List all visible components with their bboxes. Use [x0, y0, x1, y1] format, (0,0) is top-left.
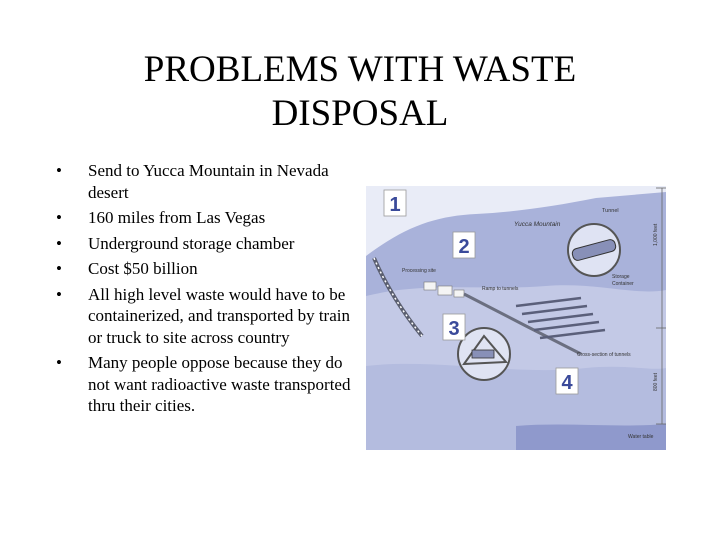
cross-section-container [471, 349, 495, 359]
label-ramp: Ramp to tunnels [482, 286, 519, 292]
label-tunnel: Tunnel [602, 208, 619, 214]
step-box-2 [452, 231, 476, 259]
title-line-2: DISPOSAL [271, 93, 449, 134]
label-yucca-mountain: Yucca Mountain [514, 221, 561, 228]
step-number-4: 4 [561, 372, 573, 394]
bullet-item: • 160 miles from Las Vegas [56, 207, 356, 229]
slide-title: PROBLEMS WITH WASTE DISPOSAL [60, 48, 660, 136]
bullet-list: • Send to Yucca Mountain in Nevada desert… [56, 160, 356, 421]
water-table-band [516, 424, 666, 450]
yucca-mountain-diagram: 1 2 3 4 Tunnel Yucca Mountain Processing… [366, 186, 666, 450]
bullet-text: Many people oppose because they do not w… [88, 353, 351, 415]
railway-ties [373, 257, 423, 337]
label-depth-top: 1,000 feet [653, 223, 659, 246]
bullet-item: • Many people oppose because they do not … [56, 352, 356, 417]
label-processing-site: Processing site [402, 268, 436, 274]
bullet-item: • Underground storage chamber [56, 233, 356, 255]
tunnel-line [533, 320, 600, 332]
storage-container-shape [571, 239, 617, 261]
ramp-line [463, 292, 582, 356]
bullet-text: Cost $50 billion [88, 259, 198, 278]
bullet-text: All high level waste would have to be co… [88, 284, 350, 347]
label-storage-2: Container [612, 281, 634, 287]
step-number-1: 1 [389, 194, 400, 216]
label-cross-section: Cross-section of tunnels [577, 352, 631, 358]
bullet-item: • All high level waste would have to be c… [56, 284, 356, 349]
bullet-item: • Send to Yucca Mountain in Nevada desert [56, 160, 356, 203]
step-box-1 [383, 189, 407, 217]
bullet-item: • Cost $50 billion [56, 258, 356, 280]
tunnel-array [515, 296, 606, 340]
processing-building [423, 281, 437, 291]
tunnel-line [521, 304, 588, 316]
bullet-dot: • [56, 259, 62, 278]
tunnel-line [515, 296, 582, 308]
step-number-2: 2 [458, 236, 469, 258]
bullet-dot: • [56, 161, 62, 180]
step-box-3 [442, 313, 466, 341]
bullet-text: Send to Yucca Mountain in Nevada desert [88, 161, 329, 202]
processing-building [437, 285, 453, 296]
bullet-dot: • [56, 353, 62, 372]
label-depth-bottom: 800 feet [653, 372, 659, 391]
title-line-1: PROBLEMS WITH WASTE [143, 49, 577, 90]
bullet-dot: • [56, 284, 62, 304]
processing-building [453, 289, 465, 298]
bullet-dot: • [56, 233, 62, 253]
step-box-4 [555, 367, 579, 395]
bullet-text: 160 miles from Las Vegas [88, 208, 266, 227]
bullet-dot: • [56, 208, 62, 227]
tunnel-line [539, 328, 606, 340]
step-number-3: 3 [448, 318, 459, 340]
bullet-text: Underground storage chamber [88, 233, 295, 253]
tunnel-line [527, 312, 594, 324]
label-storage-1: Storage [612, 274, 630, 280]
label-water-table: Water table [628, 434, 654, 440]
